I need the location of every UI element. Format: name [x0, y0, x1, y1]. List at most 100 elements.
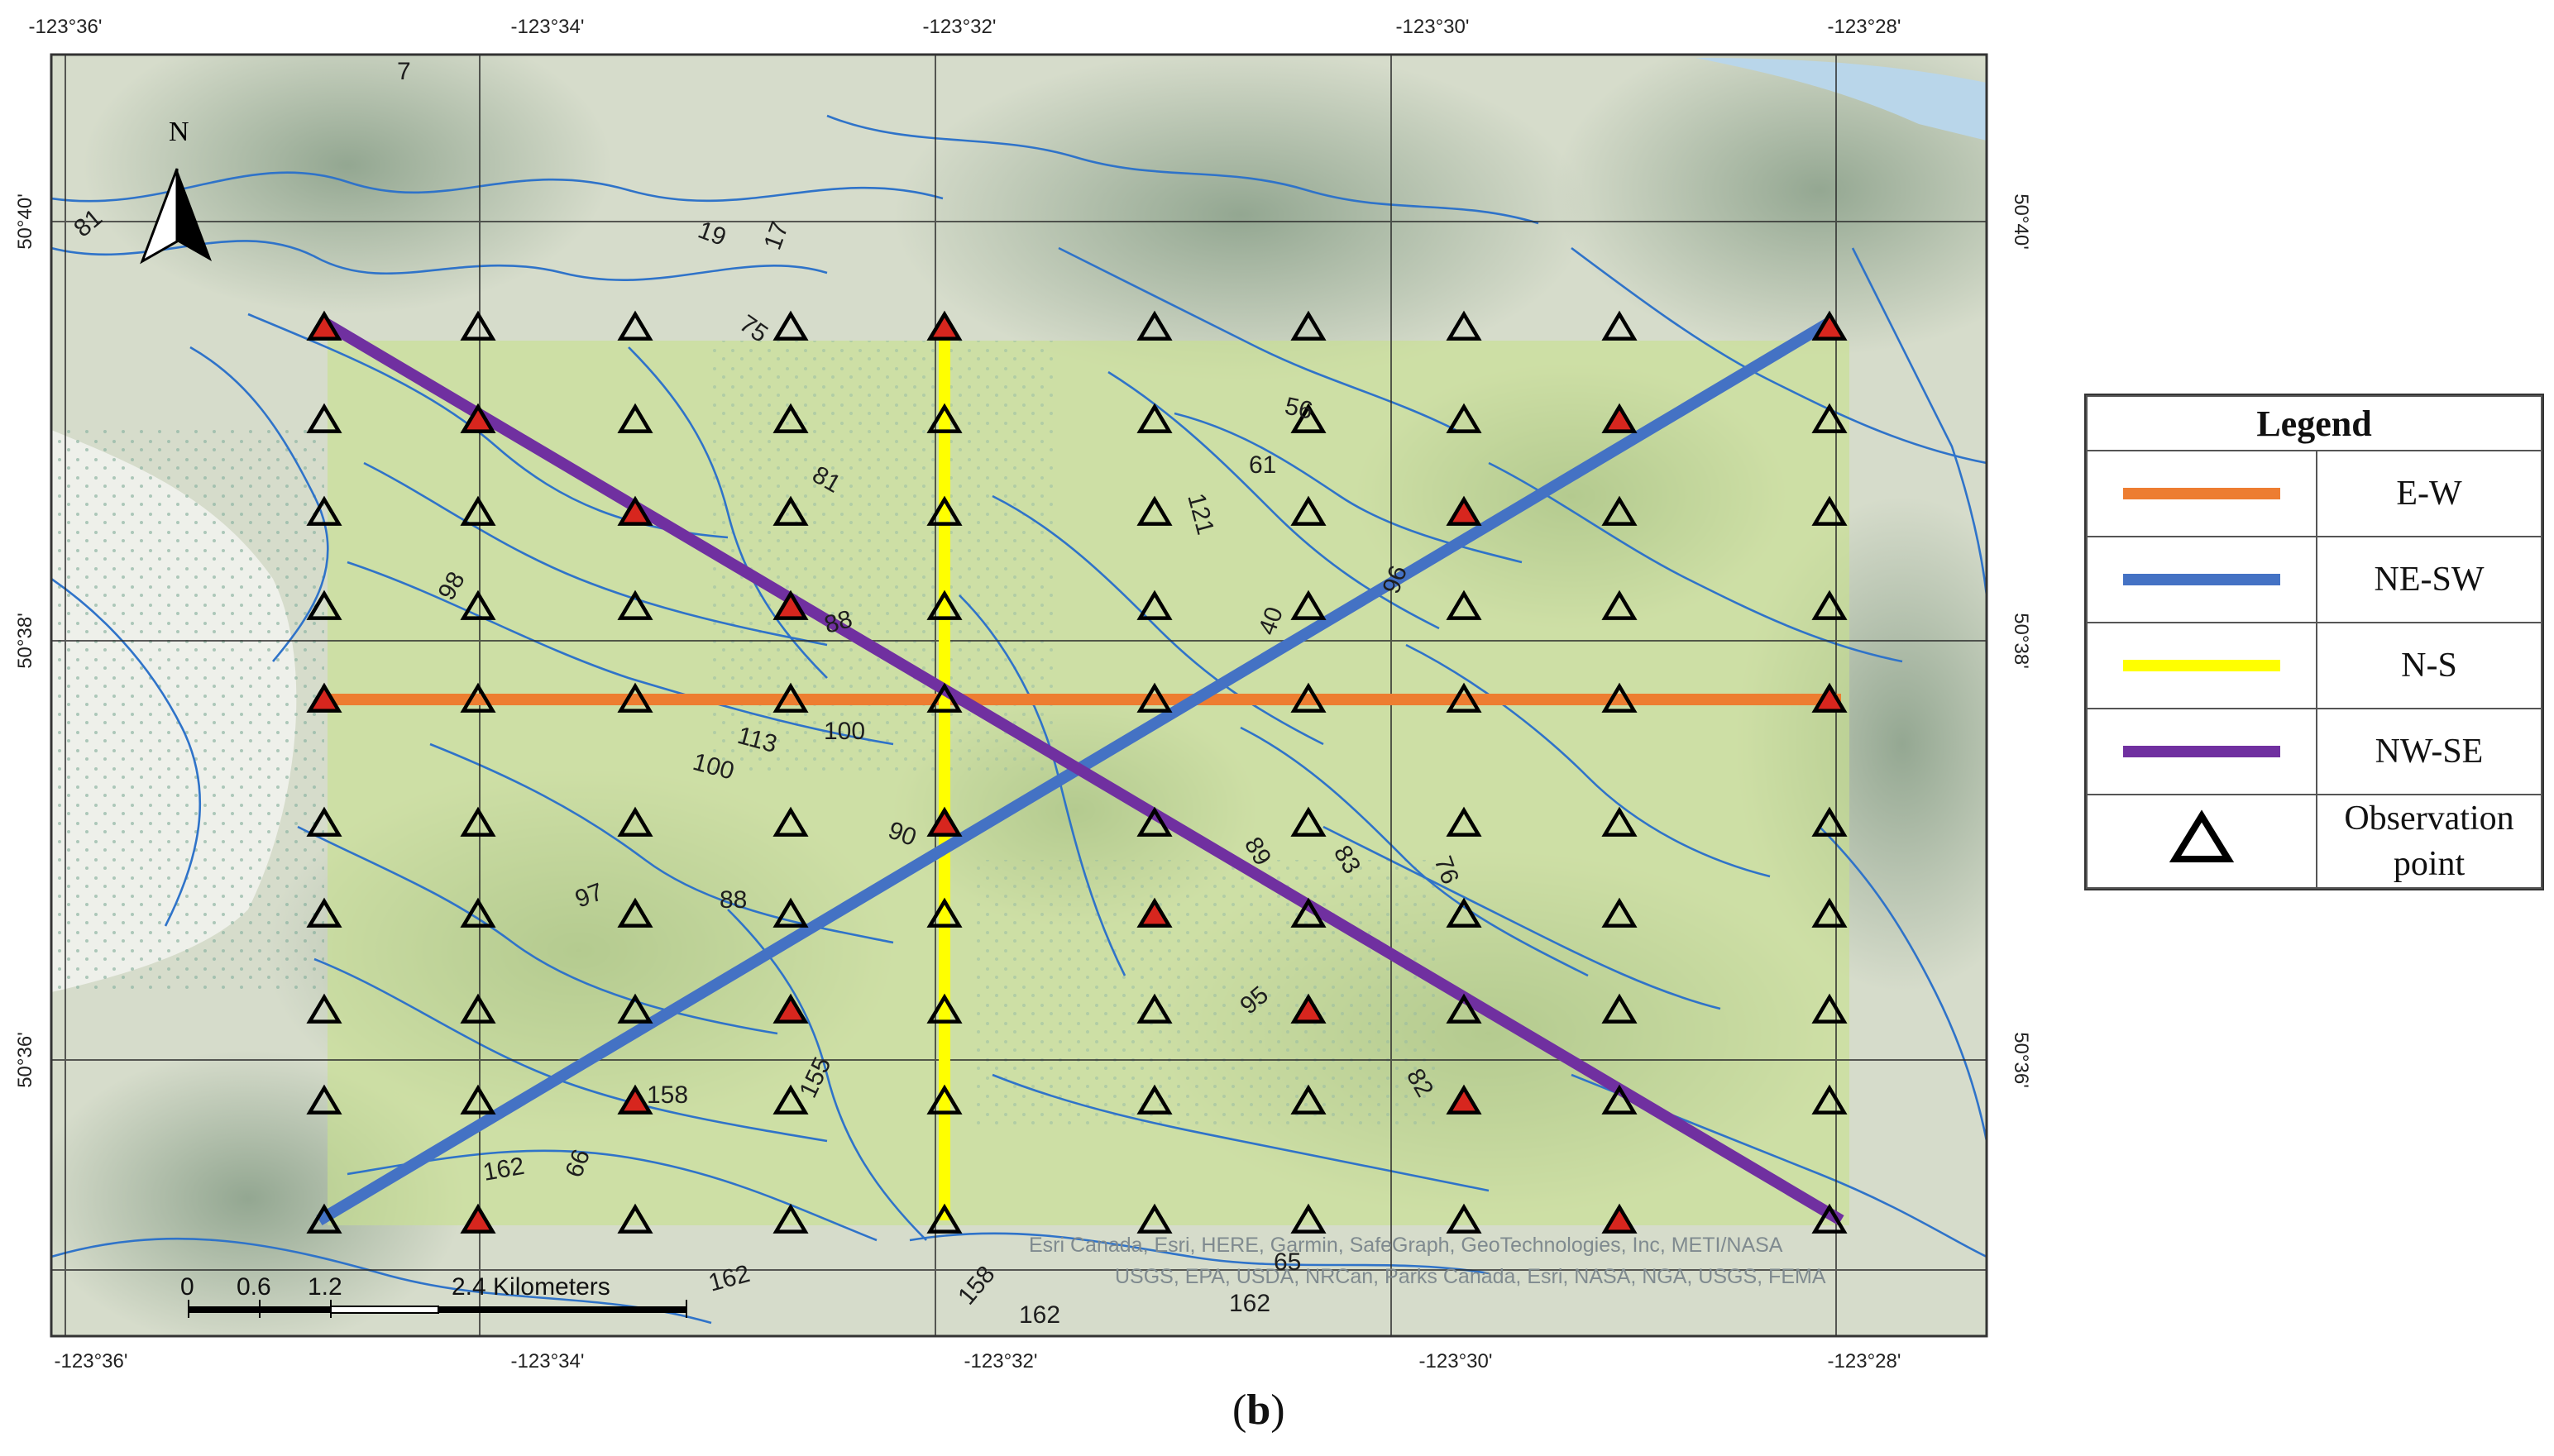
- legend-label-point: point: [2393, 844, 2466, 883]
- legend-label-observation: Observation: [2344, 800, 2514, 838]
- observation-point-r0c5: [1136, 310, 1173, 341]
- observation-point-r4c3: [772, 682, 809, 713]
- observation-point-r3c5: [1136, 590, 1173, 620]
- observation-point-r1c2: [617, 403, 653, 433]
- contour-label: 56: [1283, 393, 1316, 425]
- observation-point-r8c8: [1601, 1084, 1638, 1115]
- legend-swatch-ns: [2123, 660, 2280, 671]
- observation-point-r0c7: [1446, 310, 1482, 341]
- observation-point-r1c5: [1136, 403, 1173, 433]
- contour-label: 162: [1229, 1290, 1270, 1317]
- observation-point-r8c0: [306, 1084, 342, 1115]
- observation-point-r5c9: [1811, 806, 1848, 837]
- latitude-labels-left: 50°40' 50°38' 50°36': [14, 193, 36, 1088]
- observation-point-r0c6: [1290, 310, 1327, 341]
- observation-point-r0c0: [306, 310, 342, 341]
- lon-label: -123°30': [1419, 1350, 1493, 1372]
- scale-label: 0.6: [237, 1273, 271, 1301]
- observation-point-r2c1: [460, 495, 496, 526]
- observation-point-r6c9: [1811, 897, 1848, 928]
- lon-label: -123°36': [55, 1350, 128, 1372]
- scale-label: 1.2: [308, 1273, 342, 1301]
- observation-point-r1c9: [1811, 403, 1848, 433]
- observation-point-r5c1: [460, 806, 496, 837]
- observation-point-r4c7: [1446, 682, 1482, 713]
- observation-point-r7c5: [1136, 993, 1173, 1024]
- observation-point-r8c3: [772, 1084, 809, 1115]
- observation-point-r3c2: [617, 590, 653, 620]
- observation-point-r3c3: [772, 590, 809, 620]
- longitude-labels-bottom: -123°36' -123°34' -123°32' -123°30' -123…: [55, 1350, 1901, 1372]
- observation-point-r9c5: [1136, 1203, 1173, 1234]
- lon-label: -123°34': [511, 1350, 585, 1372]
- observation-point-r6c1: [460, 897, 496, 928]
- observation-point-r9c6: [1290, 1203, 1327, 1234]
- lon-label: -123°32': [964, 1350, 1038, 1372]
- observation-point-r9c1: [460, 1203, 496, 1234]
- observation-point-r2c8: [1601, 495, 1638, 526]
- lon-label: -123°32': [923, 16, 997, 38]
- lon-label: -123°28': [1828, 16, 1901, 38]
- observation-point-r1c8: [1601, 403, 1638, 433]
- contour-label: 88: [720, 886, 747, 914]
- observation-point-r1c3: [772, 403, 809, 433]
- lon-label: -123°36': [29, 16, 103, 38]
- observation-point-r7c7: [1446, 993, 1482, 1024]
- observation-point-r9c3: [772, 1203, 809, 1234]
- observation-point-r5c4: [926, 806, 963, 837]
- observation-point-r4c2: [617, 682, 653, 713]
- scale-bar: 0 0.6 1.2 2.4 Kilometers: [180, 1273, 687, 1318]
- observation-point-r6c8: [1601, 897, 1638, 928]
- lat-label: 50°38': [14, 613, 36, 669]
- observation-point-r2c2: [617, 495, 653, 526]
- observation-point-r4c1: [460, 682, 496, 713]
- observation-point-r6c5: [1136, 897, 1173, 928]
- observation-point-r9c8: [1601, 1203, 1638, 1234]
- observation-point-r3c6: [1290, 590, 1327, 620]
- lat-label: 50°40': [2010, 193, 2032, 250]
- legend-title: Legend: [2086, 395, 2542, 451]
- longitude-labels-top: -123°36' -123°34' -123°32' -123°30' -123…: [29, 16, 1901, 38]
- legend-label-nwse: NW-SE: [2316, 708, 2542, 795]
- legend-swatch-nwse: [2123, 746, 2280, 757]
- contour-label: 61: [1249, 451, 1276, 479]
- observation-point-r6c6: [1290, 897, 1327, 928]
- lat-label: 50°36': [14, 1032, 36, 1088]
- transect-nwse: [321, 317, 1844, 1226]
- north-label: N: [169, 117, 189, 147]
- lat-label: 50°38': [2010, 613, 2032, 669]
- observation-point-r1c1: [460, 403, 496, 433]
- observation-point-r6c3: [772, 897, 809, 928]
- observation-point-r8c6: [1290, 1084, 1327, 1115]
- observation-point-r6c0: [306, 897, 342, 928]
- lon-label: -123°34': [511, 16, 585, 38]
- contour-label: 162: [1019, 1301, 1060, 1329]
- latitude-labels-right: 50°40' 50°38' 50°36': [2010, 193, 2032, 1088]
- legend-swatch-ew: [2123, 488, 2280, 499]
- observation-point-r7c0: [306, 993, 342, 1024]
- observation-point-r0c2: [617, 310, 653, 341]
- observation-point-r2c7: [1446, 495, 1482, 526]
- observation-point-r5c7: [1446, 806, 1482, 837]
- observation-point-r9c2: [617, 1203, 653, 1234]
- observation-point-r6c2: [617, 897, 653, 928]
- map-attribution: Esri Canada, Esri, HERE, Garmin, SafeGra…: [1029, 1234, 1783, 1257]
- observation-point-r2c0: [306, 495, 342, 526]
- scale-label: 2.4 Kilometers: [452, 1273, 610, 1301]
- observation-point-r6c4: [926, 897, 963, 928]
- observation-point-r3c0: [306, 590, 342, 620]
- observation-point-r7c4: [926, 993, 963, 1024]
- observation-point-r5c6: [1290, 806, 1327, 837]
- observation-point-r1c6: [1290, 403, 1327, 433]
- contour-label: 158: [647, 1081, 688, 1109]
- north-arrow-icon: N: [140, 117, 212, 265]
- map-frame: [50, 53, 1988, 1338]
- observation-point-r8c2: [617, 1084, 653, 1115]
- observation-point-r2c3: [772, 495, 809, 526]
- observation-point-r4c4: [926, 682, 963, 713]
- observation-point-r8c7: [1446, 1084, 1482, 1115]
- legend-label-ew: E-W: [2316, 450, 2542, 537]
- observation-point-r1c7: [1446, 403, 1482, 433]
- observation-point-r3c7: [1446, 590, 1482, 620]
- observation-point-r9c0: [306, 1203, 342, 1234]
